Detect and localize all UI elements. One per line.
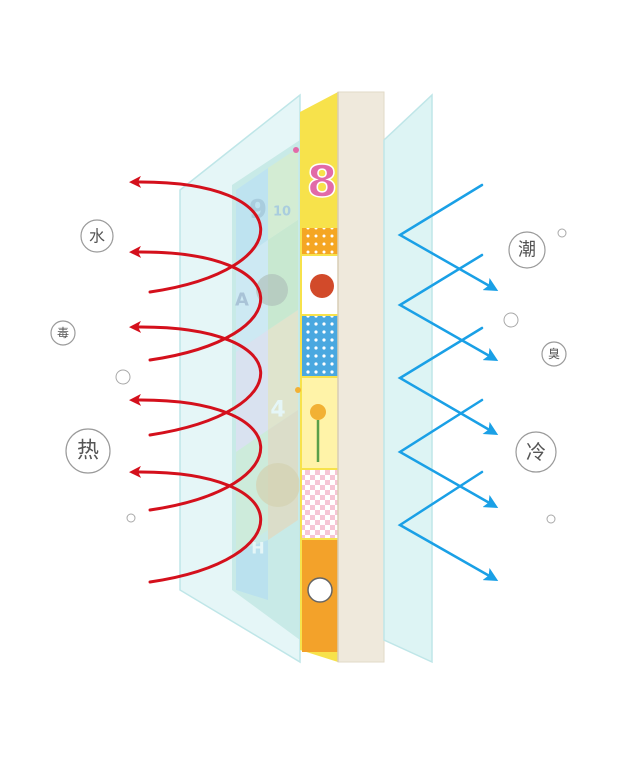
front-mat-print: 8 [293,92,338,662]
left-glass-sheet [179,93,301,664]
red-arrow-4 [129,393,263,512]
red-arrow-1 [129,175,263,294]
red-arrow-2 [129,245,263,362]
label-moisture-text: 潮 [518,240,536,261]
red-arrow-group [129,175,263,584]
label-odor-text: 臭 [548,346,560,361]
bubble-dot [115,369,131,385]
label-toxin: 毒 [50,320,76,346]
zebra-icon [307,577,333,603]
blue-arrow-5 [397,470,499,581]
red-arrow-3 [129,320,263,437]
bubble-dot [126,513,136,523]
bubble-dot [557,228,567,238]
label-toxin-text: 毒 [57,326,69,340]
decorative-bubbles [115,228,567,524]
foam-core-layer [337,91,385,663]
label-water-text: 水 [89,227,105,246]
right-glass-sheet [383,93,433,664]
label-water: 水 [80,219,114,253]
red-arrow-5 [129,465,263,584]
flower-icon [310,404,326,420]
label-odor: 臭 [541,341,567,367]
blue-arrow-group [397,183,499,581]
label-moisture: 潮 [508,231,546,269]
tile-number-8 [306,132,336,227]
tile-number-8-text: 8 [307,157,338,208]
blue-arrow-1 [397,183,499,291]
label-heat-text: 热 [77,439,99,464]
bubble-dot [503,312,519,328]
blue-arrow-4 [397,398,499,508]
label-heat: 热 [65,428,111,474]
label-cold: 冷 [515,431,557,473]
bubble-dot [546,514,556,524]
label-cold-text: 冷 [526,440,546,464]
raccoon-icon [310,274,334,298]
